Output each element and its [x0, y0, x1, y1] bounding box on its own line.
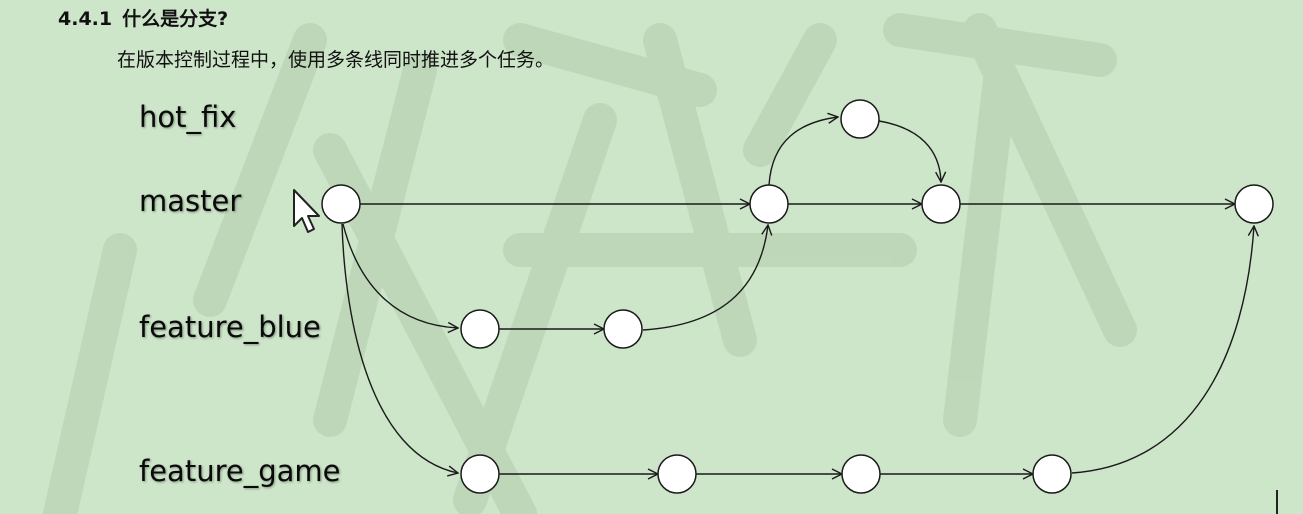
edge-m1-g1	[341, 223, 458, 473]
node-layer	[321, 99, 1274, 494]
commit-node-b2	[603, 309, 643, 349]
branch-label-master: master	[139, 184, 242, 218]
commit-node-m1	[321, 184, 361, 224]
section-title: 什么是分支?	[122, 8, 229, 30]
edge-m1-b1	[342, 223, 458, 328]
section-description: 在版本控制过程中，使用多条线同时推进多个任务。	[117, 49, 555, 71]
commit-node-h1	[840, 99, 880, 139]
commit-node-g2	[657, 454, 697, 494]
commit-node-m2	[749, 184, 789, 224]
edge-b2-m2	[642, 225, 768, 331]
commit-node-g4	[1032, 454, 1072, 494]
commit-node-g1	[460, 454, 500, 494]
branch-label-feature-blue: feature_blue	[139, 310, 321, 344]
mouse-cursor-icon	[293, 189, 320, 233]
commit-node-b1	[460, 309, 500, 349]
edge-layer	[341, 117, 1254, 474]
section-number: 4.4.1	[58, 8, 113, 30]
text-caret	[1276, 490, 1278, 514]
edge-h1-m3	[878, 120, 941, 182]
branch-label-hot-fix: hot_fix	[139, 100, 237, 134]
commit-node-m3	[921, 184, 961, 224]
branch-label-feature-game: feature_game	[139, 454, 341, 488]
commit-node-m4	[1234, 184, 1274, 224]
section-heading: 4.4.1 什么是分支?	[58, 4, 228, 31]
edge-m2-h1	[768, 117, 838, 186]
edge-g4-m4	[1071, 226, 1254, 474]
commit-node-g3	[841, 454, 881, 494]
